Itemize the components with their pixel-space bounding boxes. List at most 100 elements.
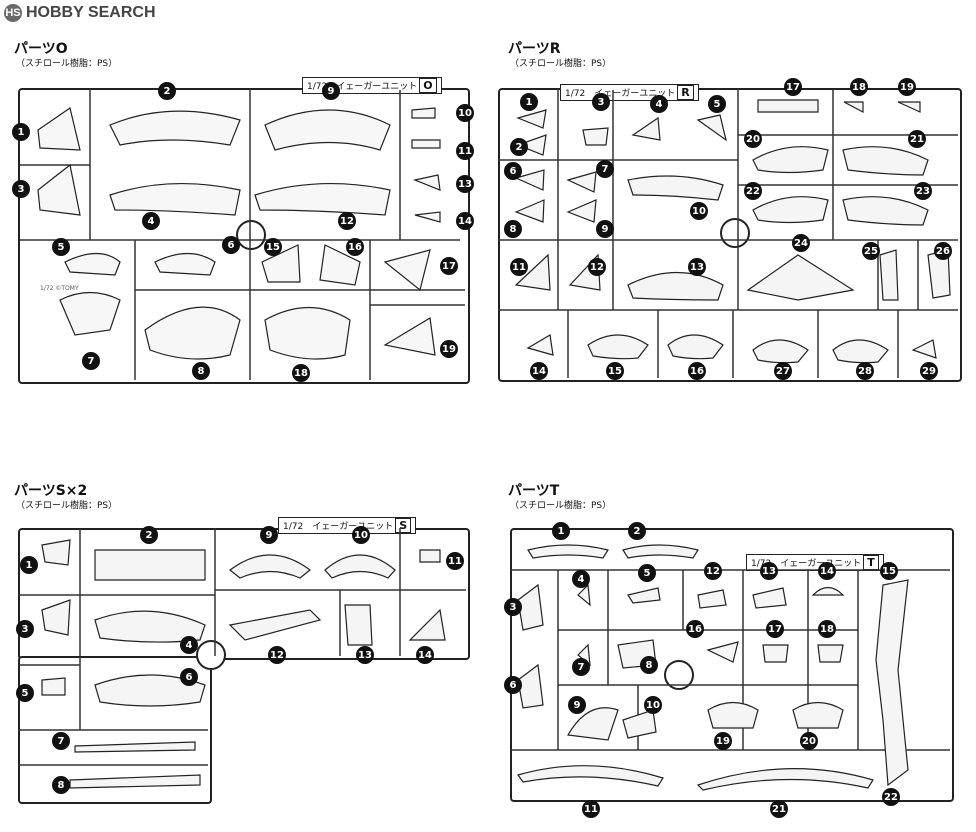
part-number: 9 — [322, 82, 340, 100]
part-number: 22 — [882, 788, 900, 806]
part-number: 19 — [714, 732, 732, 750]
part-number: 5 — [16, 684, 34, 702]
part-number: 17 — [766, 620, 784, 638]
sheet-title: パーツR — [508, 41, 561, 57]
sheet-title: パーツO — [14, 41, 68, 57]
part-number: 2 — [628, 522, 646, 540]
part-number: 13 — [356, 646, 374, 664]
part-number: 17 — [440, 257, 458, 275]
part-number: 16 — [686, 620, 704, 638]
part-number: 10 — [644, 696, 662, 714]
sheet-material: （スチロール樹脂：PS） — [510, 501, 612, 511]
part-number: 11 — [456, 142, 474, 160]
part-number: 1 — [20, 556, 38, 574]
part-number: 28 — [856, 362, 874, 380]
sheet-material: （スチロール樹脂：PS） — [16, 59, 118, 69]
plastic-part-icon: 1/72 ©TOMY — [20, 90, 465, 380]
part-number: 2 — [140, 526, 158, 544]
part-number: 19 — [898, 78, 916, 96]
part-number: 23 — [914, 182, 932, 200]
sheet-parts-t: パーツT （スチロール樹脂：PS） 1/72 イェーガーユニットT 1 2 3 … — [488, 470, 976, 832]
part-number: 6 — [504, 162, 522, 180]
part-number: 9 — [260, 526, 278, 544]
part-number: 14 — [818, 562, 836, 580]
part-number: 9 — [596, 220, 614, 238]
sheet-material: （スチロール樹脂：PS） — [510, 59, 612, 69]
part-number: 17 — [784, 78, 802, 96]
part-number: 12 — [268, 646, 286, 664]
part-number: 3 — [16, 620, 34, 638]
logo-text: HOBBY SEARCH — [26, 4, 156, 21]
part-number: 16 — [688, 362, 706, 380]
part-number: 6 — [222, 236, 240, 254]
part-number: 20 — [744, 130, 762, 148]
svg-text:1/72 ©TOMY: 1/72 ©TOMY — [40, 285, 79, 292]
part-number: 25 — [862, 242, 880, 260]
part-number: 5 — [52, 238, 70, 256]
part-number: 4 — [572, 570, 590, 588]
part-number: 4 — [180, 636, 198, 654]
part-number: 14 — [456, 212, 474, 230]
circle-gate-icon — [236, 220, 266, 250]
plastic-part-icon — [498, 90, 958, 378]
part-number: 15 — [264, 238, 282, 256]
part-number: 4 — [142, 212, 160, 230]
part-number: 18 — [292, 364, 310, 382]
part-number: 2 — [158, 82, 176, 100]
part-number: 11 — [446, 552, 464, 570]
part-number: 5 — [638, 564, 656, 582]
part-number: 7 — [572, 658, 590, 676]
sheet-title: パーツT — [508, 483, 560, 499]
part-number: 3 — [504, 598, 522, 616]
part-number: 14 — [530, 362, 548, 380]
part-number: 9 — [568, 696, 586, 714]
part-number: 10 — [690, 202, 708, 220]
part-number: 18 — [818, 620, 836, 638]
part-number: 7 — [52, 732, 70, 750]
part-number: 1 — [552, 522, 570, 540]
part-number: 20 — [800, 732, 818, 750]
part-number: 22 — [744, 182, 762, 200]
part-number: 1 — [520, 93, 538, 111]
part-number: 10 — [456, 104, 474, 122]
part-number: 8 — [504, 220, 522, 238]
part-number: 29 — [920, 362, 938, 380]
part-number: 26 — [934, 242, 952, 260]
part-number: 7 — [596, 160, 614, 178]
part-number: 12 — [338, 212, 356, 230]
site-logo[interactable]: HS HOBBY SEARCH — [4, 4, 156, 22]
part-number: 18 — [850, 78, 868, 96]
part-number: 13 — [688, 258, 706, 276]
part-number: 3 — [12, 180, 30, 198]
part-number: 10 — [352, 526, 370, 544]
part-number: 12 — [588, 258, 606, 276]
part-number: 5 — [708, 95, 726, 113]
part-number: 6 — [504, 676, 522, 694]
part-number: 3 — [592, 93, 610, 111]
logo-mark-icon: HS — [4, 4, 22, 22]
circle-gate-icon — [720, 218, 750, 248]
part-number: 11 — [582, 800, 600, 818]
part-number: 6 — [180, 668, 198, 686]
sheet-material: （スチロール樹脂：PS） — [16, 501, 118, 511]
part-number: 24 — [792, 234, 810, 252]
part-number: 8 — [52, 776, 70, 794]
part-number: 4 — [650, 95, 668, 113]
part-number: 21 — [908, 130, 926, 148]
part-number: 13 — [456, 175, 474, 193]
plastic-part-icon — [18, 528, 466, 789]
part-number: 11 — [510, 258, 528, 276]
part-number: 2 — [510, 138, 528, 156]
part-number: 27 — [774, 362, 792, 380]
part-number: 7 — [82, 352, 100, 370]
part-number: 13 — [760, 562, 778, 580]
part-number: 21 — [770, 800, 788, 818]
sheet-title: パーツS×2 — [14, 483, 88, 499]
part-number: 12 — [704, 562, 722, 580]
part-number: 15 — [606, 362, 624, 380]
part-number: 8 — [640, 656, 658, 674]
